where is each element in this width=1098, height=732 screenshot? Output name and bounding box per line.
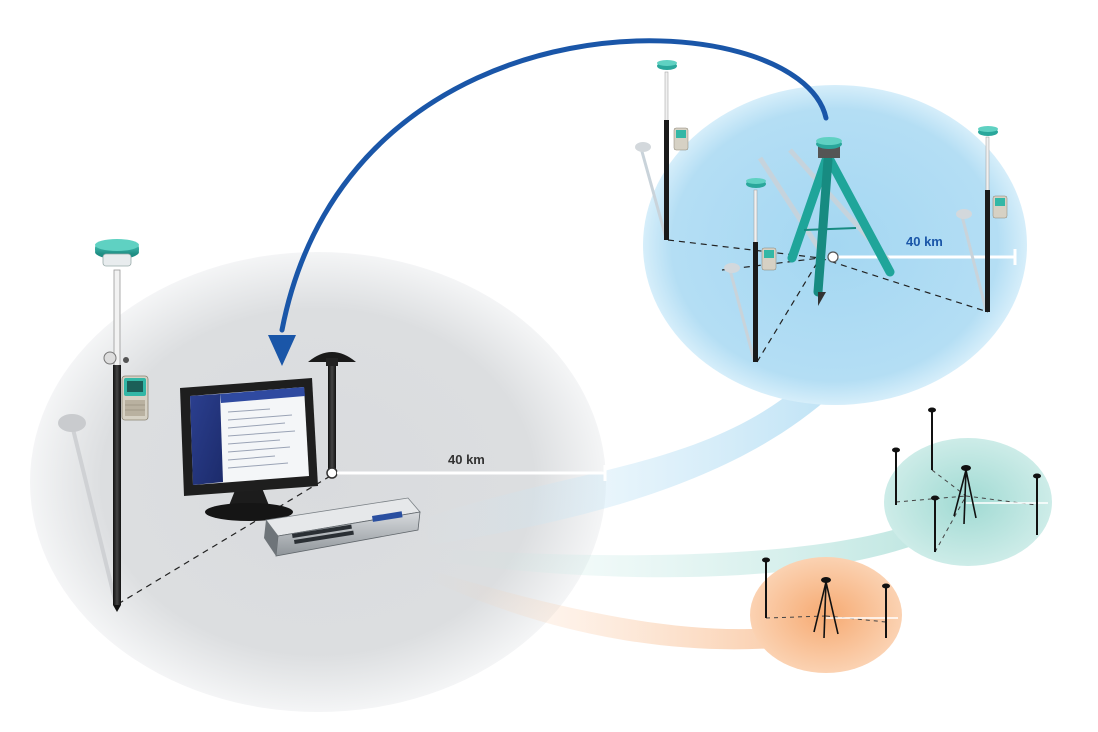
gnss-rover-pole-icon (95, 239, 139, 266)
remote-distance-label: 40 km (906, 234, 943, 249)
base-distance-label: 40 km (448, 452, 485, 467)
remote-zone-orange (750, 557, 902, 673)
remote-zone-teal (884, 438, 1052, 566)
field-controller-icon (122, 376, 148, 420)
